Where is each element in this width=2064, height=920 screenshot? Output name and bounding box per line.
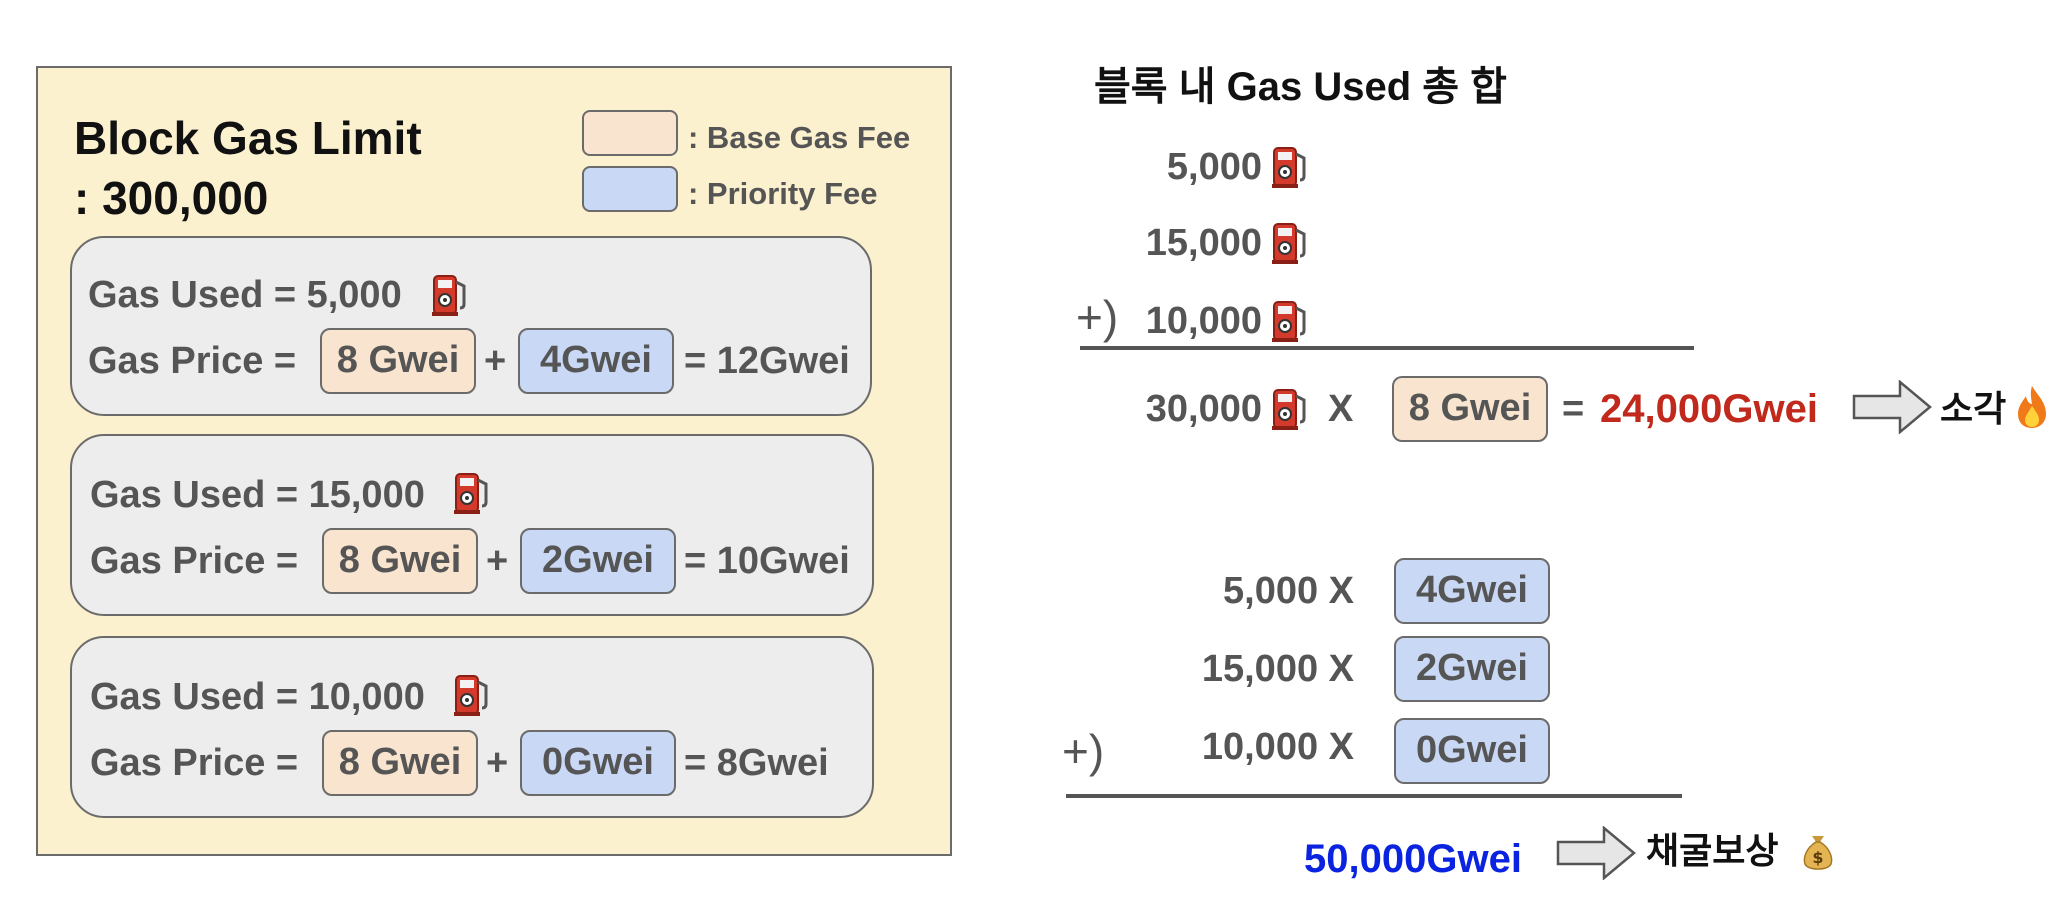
gas-used-label: Gas Used = 15,000: [90, 474, 425, 516]
gas-price-label: Gas Price =: [90, 742, 299, 784]
reward-row-1-gas: 5,000 X: [1223, 570, 1354, 612]
equals-sign: =: [1562, 388, 1585, 430]
gas-sum: 30,000: [1145, 388, 1262, 430]
block-title-line2: : 300,000: [74, 172, 269, 224]
priority-fee-chip: 4Gwei: [1394, 558, 1550, 624]
total-price: = 8Gwei: [684, 742, 829, 784]
fuel-pump-icon: [1268, 296, 1312, 344]
reward-outcome-label: 채굴보상: [1646, 830, 1779, 871]
plus-sign: +: [486, 540, 509, 582]
svg-text:$: $: [1812, 848, 1823, 867]
fuel-pump-icon: [1268, 384, 1312, 432]
legend-label-base-fee: : Base Gas Fee: [688, 120, 911, 155]
reward-row-3-gas: 10,000 X: [1201, 726, 1354, 768]
reward-result: 50,000Gwei: [1304, 837, 1522, 881]
transaction-card-2: [70, 434, 874, 616]
gas-used-label: Gas Used = 5,000: [88, 274, 402, 316]
priority-fee-chip: 0Gwei: [520, 730, 676, 796]
times-sign: X: [1328, 388, 1354, 430]
block-title: Block Gas Limit : 300,000: [74, 108, 422, 228]
gas-used-sum-heading: 블록 내 Gas Used 총 합: [1094, 65, 1507, 109]
gas-price-label: Gas Price =: [88, 340, 297, 382]
legend-label-priority-fee: : Priority Fee: [688, 176, 878, 211]
fuel-pump-icon: [1268, 218, 1312, 266]
legend-swatch-priority-fee: [582, 166, 678, 212]
base-fee-chip: 8 Gwei: [320, 328, 476, 394]
plus-sign: +: [484, 340, 507, 382]
sum-divider: [1066, 794, 1682, 798]
gas-used-label: Gas Used = 10,000: [90, 676, 425, 718]
block-title-line1: Block Gas Limit: [74, 112, 422, 164]
plus-sign: +: [486, 742, 509, 784]
arrow-right-icon: [1852, 380, 1932, 434]
fuel-pump-icon: [450, 670, 494, 718]
plus-operator: +): [1076, 291, 1119, 343]
addend-3: 10,000: [1145, 300, 1262, 342]
sum-divider: [1080, 346, 1694, 350]
fuel-pump-icon: [428, 270, 472, 318]
reward-row-2-gas: 15,000 X: [1201, 648, 1354, 690]
burn-result: 24,000Gwei: [1600, 387, 1818, 431]
base-fee-chip: 8 Gwei: [322, 528, 478, 594]
legend-swatch-base-fee: [582, 110, 678, 156]
priority-fee-chip: 2Gwei: [520, 528, 676, 594]
gas-price-label: Gas Price =: [90, 540, 299, 582]
base-fee-chip: 8 Gwei: [1392, 376, 1548, 442]
priority-fee-chip: 2Gwei: [1394, 636, 1550, 702]
addend-1: 5,000: [1166, 146, 1262, 188]
fuel-pump-icon: [450, 468, 494, 516]
base-fee-chip: 8 Gwei: [322, 730, 478, 796]
arrow-right-icon: [1556, 826, 1636, 880]
burn-outcome-label: 소각: [1940, 388, 2007, 429]
fire-icon: [2018, 386, 2046, 428]
priority-fee-chip: 0Gwei: [1394, 718, 1550, 784]
total-price: = 12Gwei: [684, 340, 850, 382]
priority-fee-chip: 4Gwei: [518, 328, 674, 394]
money-bag-icon: $: [1803, 836, 1833, 870]
total-price: = 10Gwei: [684, 540, 850, 582]
fuel-pump-icon: [1268, 142, 1312, 190]
plus-operator: +): [1062, 725, 1105, 777]
addend-2: 15,000: [1145, 222, 1262, 264]
